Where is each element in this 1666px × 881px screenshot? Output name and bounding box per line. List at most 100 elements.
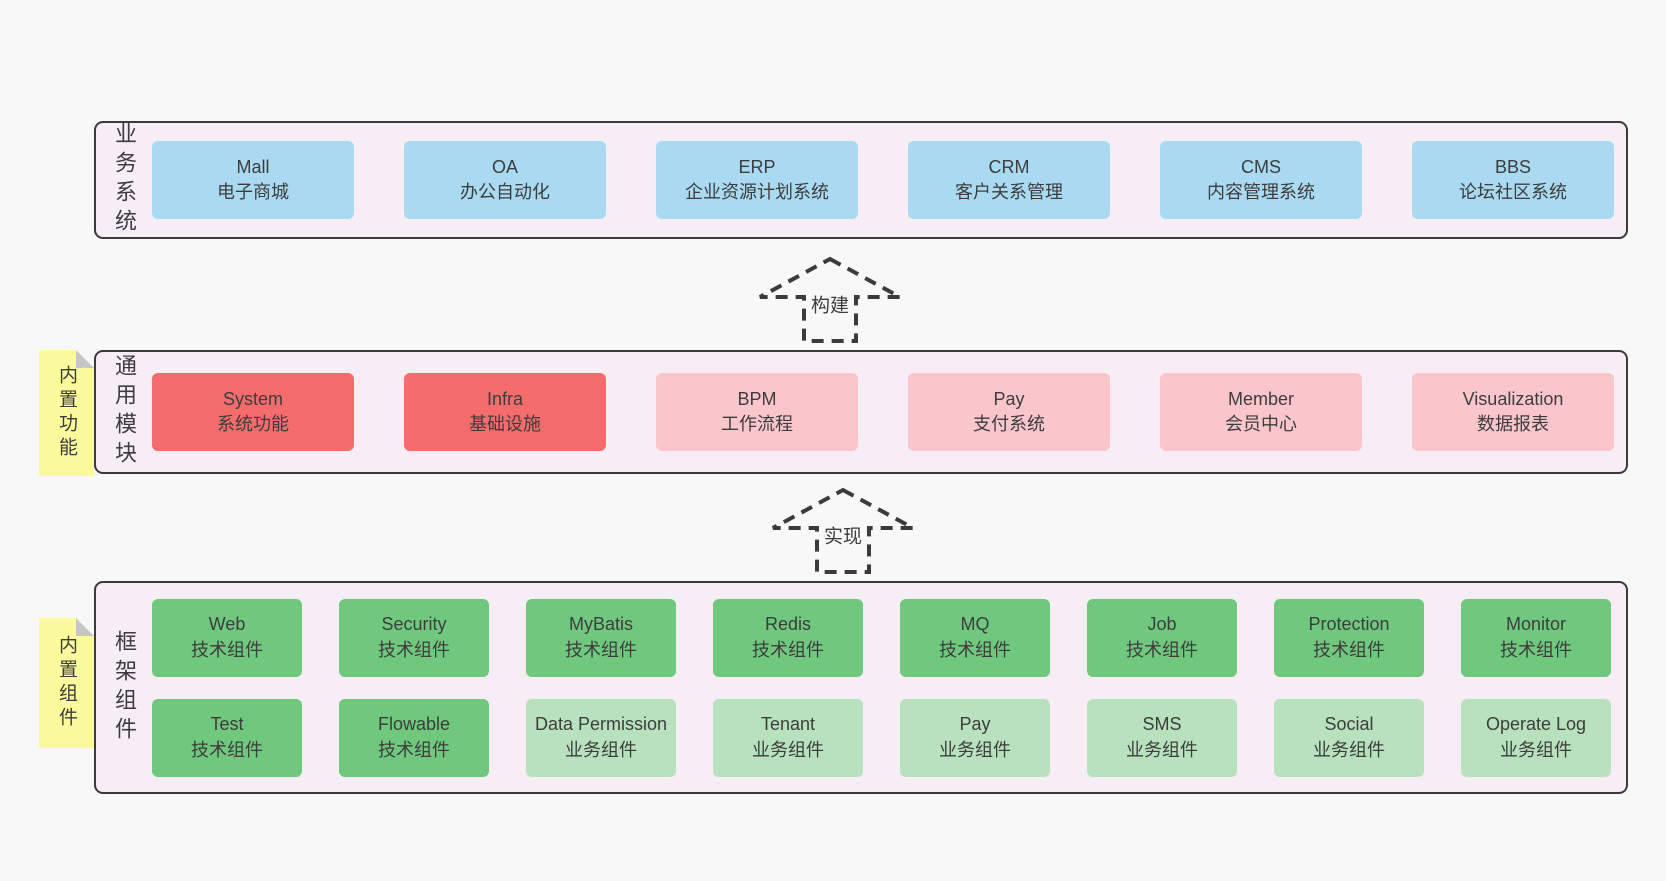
box-subtitle: 业务组件 — [752, 739, 824, 760]
box-mq: MQ 技术组件 — [900, 598, 1050, 677]
implement-arrow-label: 实现 — [820, 520, 866, 550]
framework-row-1: Web 技术组件 Security 技术组件 MyBatis 技术组件 Redi… — [152, 598, 1611, 677]
box-bbs: BBS 论坛社区系统 — [1412, 141, 1614, 219]
box-infra: Infra 基础设施 — [404, 373, 606, 451]
box-oa: OA 办公自动化 — [404, 141, 606, 219]
panel-label-common-modules: 通用模块 — [112, 354, 137, 470]
box-mybatis: MyBatis 技术组件 — [526, 598, 676, 677]
box-title: BBS — [1494, 156, 1532, 177]
box-pay: Pay 支付系统 — [908, 373, 1110, 451]
box-subtitle: 技术组件 — [378, 639, 450, 660]
business-systems-panel: 业务系统 Mall 电子商城 OA 办公自动化 ERP 企业资源计划系统 CRM… — [94, 121, 1628, 239]
box-title: CMS — [1241, 156, 1281, 177]
box-title: Web — [208, 614, 246, 635]
box-subtitle: 技术组件 — [1313, 639, 1385, 660]
box-subtitle: 办公自动化 — [460, 182, 550, 202]
common-modules-boxes: System 系统功能 Infra 基础设施 BPM 工作流程 Pay 支付系统… — [152, 352, 1626, 472]
box-subtitle: 支付系统 — [973, 414, 1045, 434]
box-bpm: BPM 工作流程 — [656, 373, 858, 451]
box-subtitle: 技术组件 — [1500, 639, 1572, 660]
box-subtitle: 电子商城 — [217, 182, 289, 202]
sticky-note-builtin-components: 内置组件 — [39, 618, 94, 748]
box-subtitle: 内容管理系统 — [1207, 182, 1315, 202]
box-subtitle: 业务组件 — [1126, 739, 1198, 760]
box-visualization: Visualization 数据报表 — [1412, 373, 1614, 451]
box-subtitle: 业务组件 — [939, 739, 1011, 760]
box-title: ERP — [738, 156, 776, 177]
box-title: Data Permission — [534, 714, 668, 735]
box-subtitle: 企业资源计划系统 — [685, 182, 829, 202]
box-subtitle: 业务组件 — [1313, 739, 1385, 760]
box-social: Social 业务组件 — [1274, 698, 1424, 777]
box-redis: Redis 技术组件 — [713, 598, 863, 677]
box-mall: Mall 电子商城 — [152, 141, 354, 219]
panel-label-business-systems: 业务系统 — [112, 122, 137, 238]
box-subtitle: 技术组件 — [1126, 639, 1198, 660]
box-title: Member — [1227, 388, 1294, 409]
framework-components-boxes: Web 技术组件 Security 技术组件 MyBatis 技术组件 Redi… — [152, 583, 1626, 792]
box-title: MyBatis — [568, 614, 633, 635]
box-subtitle: 工作流程 — [721, 414, 793, 434]
box-crm: CRM 客户关系管理 — [908, 141, 1110, 219]
panel-label-column: 通用模块 — [96, 352, 152, 472]
box-job: Job 技术组件 — [1087, 598, 1237, 677]
box-subtitle: 技术组件 — [939, 639, 1011, 660]
box-title: Pay — [959, 714, 991, 735]
dashed-up-arrow-icon — [759, 256, 901, 343]
box-title: Redis — [764, 614, 812, 635]
box-monitor: Monitor 技术组件 — [1461, 598, 1611, 677]
implement-arrow: 实现 — [768, 487, 918, 575]
box-title: BPM — [737, 388, 777, 409]
box-protection: Protection 技术组件 — [1274, 598, 1424, 677]
box-test: Test 技术组件 — [152, 698, 302, 777]
box-title: Mall — [236, 156, 270, 177]
box-title: Infra — [486, 388, 524, 409]
box-title: Security — [381, 614, 447, 635]
box-title: System — [222, 388, 283, 409]
box-subtitle: 技术组件 — [752, 639, 824, 660]
panel-label-column: 业务系统 — [96, 122, 152, 238]
box-title: Visualization — [1462, 388, 1564, 409]
build-arrow-label: 构建 — [807, 289, 853, 319]
box-web: Web 技术组件 — [152, 598, 302, 677]
box-title: Operate Log — [1485, 714, 1587, 735]
sticky-note-text: 内置功能 — [56, 365, 77, 461]
box-subtitle: 技术组件 — [191, 639, 263, 660]
box-title: Protection — [1308, 614, 1390, 635]
framework-components-panel: 框架组件 Web 技术组件 Security 技术组件 MyBatis 技术组件… — [94, 581, 1628, 794]
box-title: SMS — [1142, 714, 1182, 735]
box-sms: SMS 业务组件 — [1087, 698, 1237, 777]
box-member: Member 会员中心 — [1160, 373, 1362, 451]
box-subtitle: 客户关系管理 — [955, 182, 1063, 202]
box-subtitle: 系统功能 — [217, 414, 289, 434]
box-title: Tenant — [760, 714, 816, 735]
business-systems-boxes: Mall 电子商城 OA 办公自动化 ERP 企业资源计划系统 CRM 客户关系… — [152, 123, 1626, 237]
box-subtitle: 技术组件 — [565, 639, 637, 660]
box-security: Security 技术组件 — [339, 598, 489, 677]
framework-row-2: Test 技术组件 Flowable 技术组件 Data Permission … — [152, 698, 1611, 777]
box-system: System 系统功能 — [152, 373, 354, 451]
box-title: MQ — [960, 614, 990, 635]
box-pay-biz: Pay 业务组件 — [900, 698, 1050, 777]
box-title: CRM — [988, 156, 1030, 177]
dashed-up-arrow-icon — [772, 487, 914, 574]
box-erp: ERP 企业资源计划系统 — [656, 141, 858, 219]
box-title: Test — [210, 714, 244, 735]
box-flowable: Flowable 技术组件 — [339, 698, 489, 777]
box-title: Job — [1147, 614, 1177, 635]
box-title: Flowable — [377, 714, 451, 735]
box-subtitle: 数据报表 — [1477, 414, 1549, 434]
sticky-note-text: 内置组件 — [56, 635, 77, 731]
panel-label-column: 框架组件 — [96, 583, 152, 792]
box-subtitle: 技术组件 — [378, 739, 450, 760]
box-subtitle: 业务组件 — [1500, 739, 1572, 760]
build-arrow: 构建 — [755, 256, 905, 344]
box-operate-log: Operate Log 业务组件 — [1461, 698, 1611, 777]
box-subtitle: 会员中心 — [1225, 414, 1297, 434]
box-title: Monitor — [1505, 614, 1567, 635]
box-subtitle: 业务组件 — [565, 739, 637, 760]
common-modules-panel: 通用模块 System 系统功能 Infra 基础设施 BPM 工作流程 Pay… — [94, 350, 1628, 474]
box-title: OA — [491, 156, 518, 177]
box-subtitle: 基础设施 — [469, 414, 541, 434]
